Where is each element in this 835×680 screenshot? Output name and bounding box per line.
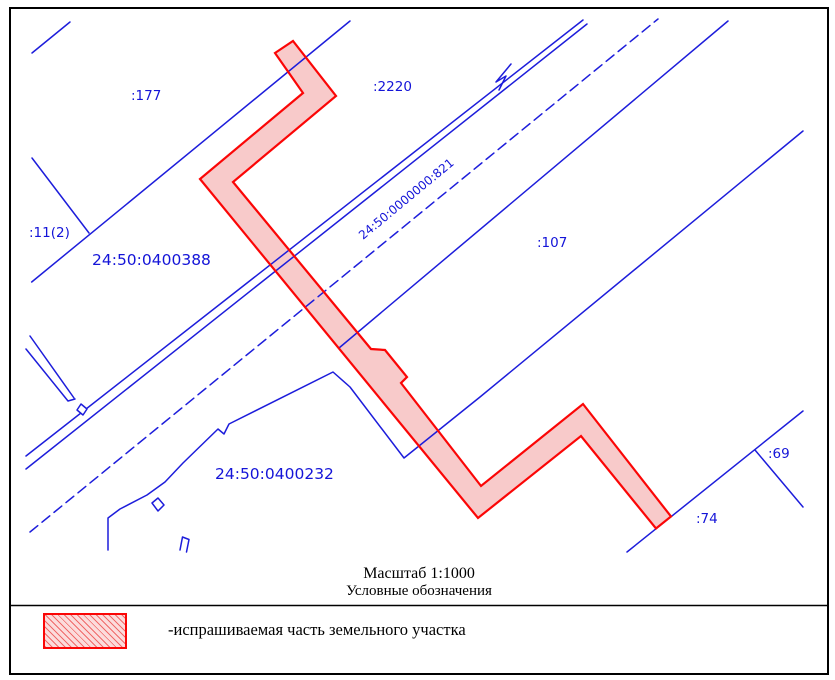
parcel-11-2-boundary-line [31, 157, 90, 234]
requested-land-strip-fill [200, 41, 671, 529]
requested-land-strip-outline [198, 39, 673, 531]
quarter-label-0400388: 24:50:0400388 [92, 251, 211, 269]
road-edge-line-lower [25, 23, 588, 470]
quarter-label-0400232: 24:50:0400232 [215, 465, 334, 483]
parcel-label-177: :177 [131, 88, 161, 104]
parcel-label-69: :69 [768, 446, 790, 462]
small-structure-diamond [76, 403, 88, 416]
parcel-107-boundary-line [338, 20, 729, 349]
legend-title: Условные обозначения [346, 583, 492, 599]
road-edge-line-upper [25, 19, 584, 457]
driveway-edge-line-2 [25, 348, 76, 402]
parcel-label-821: 24:50:0000000:821 [356, 156, 457, 243]
cadastral-dashed-boundary-line [29, 18, 659, 533]
parcel-label-74: :74 [696, 511, 718, 527]
legend-swatch-requested-area [43, 613, 127, 649]
parcel-label-2220: :2220 [373, 79, 412, 95]
parcel-label-11-2: :11(2) [29, 225, 70, 241]
small-structure-square [151, 497, 165, 512]
sheet-border [9, 7, 829, 675]
boundary-stub [179, 536, 190, 553]
driveway-edge-line-1 [29, 335, 75, 399]
parcel-177-boundary-line [30, 20, 351, 283]
parcel-74-boundary-line [626, 410, 804, 553]
map-scale: Масштаб 1:1000 [363, 565, 475, 582]
legend-item-label: -испрашиваемая часть земельного участка [168, 620, 466, 639]
parcel-0400232-boundary-polyline [107, 130, 804, 551]
parcel-label-107: :107 [537, 235, 567, 251]
parcel-labels-layer: :177 :2220 :11(2) 24:50:0400388 24:50:00… [29, 79, 790, 527]
line-break-squiggle [495, 63, 512, 91]
parcel-69-branch-line [754, 449, 804, 508]
boundary-segment-nw [31, 21, 71, 54]
